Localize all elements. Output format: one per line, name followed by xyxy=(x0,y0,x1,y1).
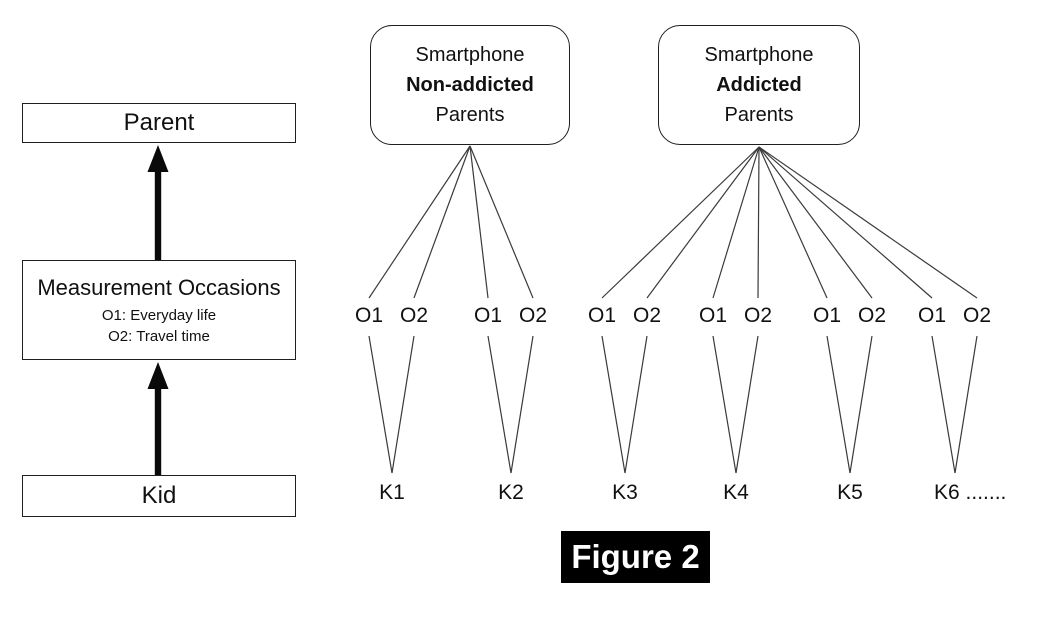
addicted-line-2: Addicted xyxy=(716,74,802,96)
connector-line xyxy=(849,335,873,474)
kid-box-label: Kid xyxy=(141,482,177,509)
connector-line xyxy=(758,146,828,299)
non-addicted-line-3: Parents xyxy=(435,104,505,126)
connector-line xyxy=(735,335,759,474)
connector-line xyxy=(757,146,760,299)
addicted-parents-box: Smartphone Addicted Parents xyxy=(658,25,860,145)
connector-line xyxy=(826,335,851,474)
non-addicted-line-1: Smartphone xyxy=(415,44,525,66)
connector-line xyxy=(368,335,393,474)
connector-line xyxy=(368,145,471,299)
connector-line xyxy=(624,335,648,474)
occasion-item-travel-time: O2: Travel time xyxy=(108,327,210,345)
non-addicted-line-2: Non-addicted xyxy=(406,74,534,96)
connector-line xyxy=(712,146,760,299)
non-addicted-parents-box: Smartphone Non-addicted Parents xyxy=(370,25,570,145)
parent-box: Parent xyxy=(22,103,296,143)
figure-caption: Figure 2 xyxy=(561,531,710,583)
measurement-occasions-box: Measurement Occasions O1: Everyday life … xyxy=(22,260,296,360)
figure-caption-label: Figure 2 xyxy=(571,538,700,575)
parent-box-label: Parent xyxy=(123,109,195,136)
connector-line xyxy=(469,145,534,299)
connector-line xyxy=(758,146,978,299)
connector-line xyxy=(469,145,489,299)
connector-line xyxy=(646,146,760,299)
addicted-line-1: Smartphone xyxy=(704,44,814,66)
connector-line xyxy=(601,146,760,299)
occasion-item-everyday-life: O1: Everyday life xyxy=(101,306,217,324)
connector-line xyxy=(510,335,534,474)
fan-lines-group xyxy=(368,145,978,474)
arrow-occasions-to-parent xyxy=(147,145,169,261)
measurement-occasions-title: Measurement Occasions xyxy=(37,274,281,300)
connector-line xyxy=(601,335,626,474)
connector-line xyxy=(413,145,471,299)
connector-line xyxy=(758,146,873,299)
connector-line xyxy=(954,335,978,474)
connector-line xyxy=(758,146,933,299)
arrow-kid-to-occasions xyxy=(147,362,169,475)
addicted-line-3: Parents xyxy=(724,104,794,126)
connector-line xyxy=(931,335,956,474)
kid-box: Kid xyxy=(22,475,296,517)
connector-line xyxy=(391,335,415,474)
connector-line xyxy=(712,335,737,474)
connector-line xyxy=(487,335,512,474)
